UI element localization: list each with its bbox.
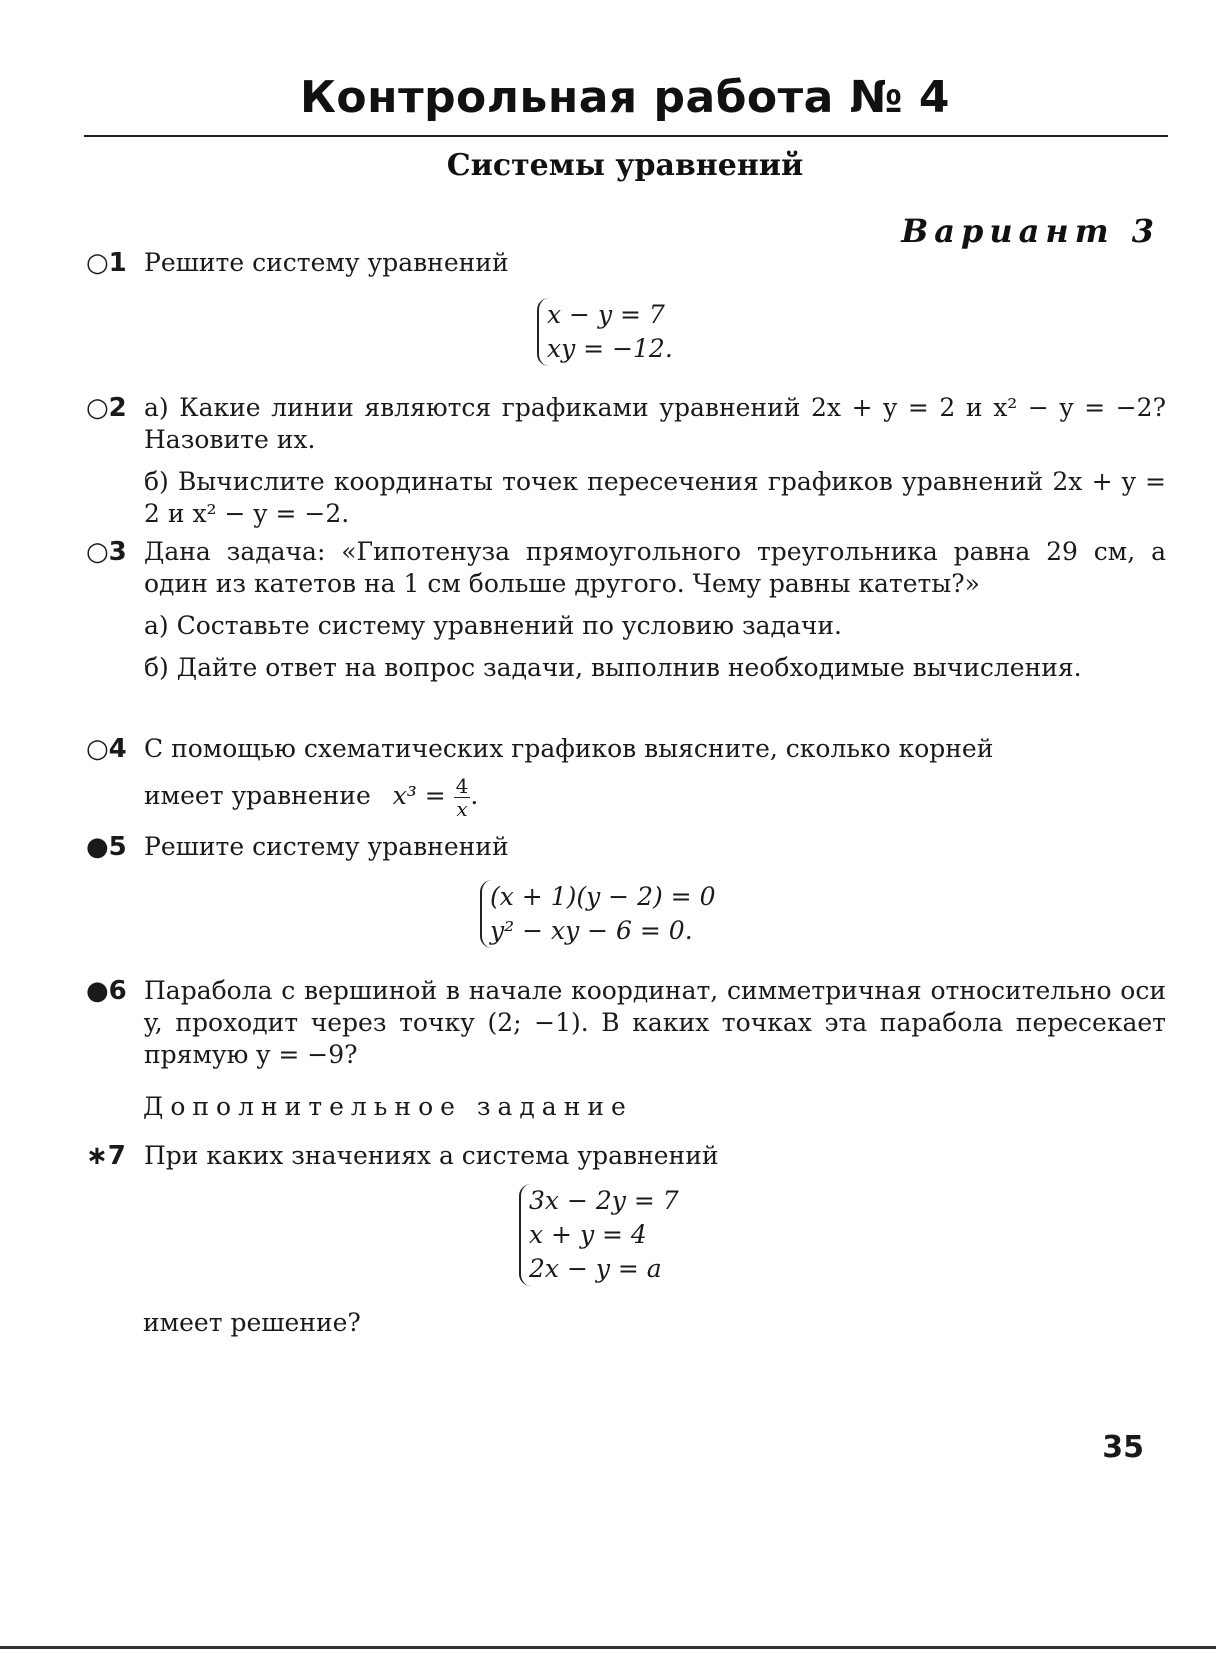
equation-system-1: x − y = 7 xy = −12. [537,298,673,366]
extra-task-heading: Дополнительное задание [143,1092,633,1121]
task-part-b: б) Вычислите координаты точек пересечени… [144,467,1166,528]
task-1: ○1 Решите систему уравнений [86,247,1166,289]
fraction: 4 x [453,774,471,821]
page-number: 35 [1102,1430,1144,1465]
equation-system-7: 3x − 2y = 7 x + y = 4 2x − y = a [519,1184,679,1286]
task-part-a: а) Составьте систему уравнений по услови… [144,611,842,640]
task-text-line2: имеет уравнение [144,781,371,810]
task-marker: ∗7 [86,1141,126,1171]
task-text: Решите систему уравнений [144,248,509,277]
task-part-b: б) Дайте ответ на вопрос задачи, выполни… [144,653,1082,682]
task-text: Решите систему уравнений [144,832,509,861]
task-text: Дана задача: «Гипотенуза прямоугольного … [144,537,1166,598]
task-marker: ○2 [86,393,127,423]
equation-lhs: x³ = [392,781,446,810]
title-divider [84,135,1168,137]
equation: 3x − 2y = 7 [529,1186,679,1215]
task-3: ○3 Дана задача: «Гипотенуза прямоугольно… [86,536,1166,694]
equation-tail: . [470,781,479,810]
bottom-divider [0,1646,1216,1649]
equation: 2x − y = a [529,1254,662,1283]
fraction-denominator: x [456,797,468,821]
variant-label: Вариант 3 [901,212,1160,250]
task-7-tail: имеет решение? [143,1308,361,1337]
fraction-numerator: 4 [453,774,471,798]
task-marker: ○3 [86,537,127,567]
task-5: ●5 Решите систему уравнений [86,831,1166,873]
equation-system-5: (x + 1)(y − 2) = 0 y² − xy − 6 = 0. [480,880,715,948]
task-part-a: а) Какие линии являются графиками уравне… [144,393,1166,454]
page-subtitle: Системы уравнений [446,148,804,183]
task-marker: ○1 [86,248,127,278]
task-text: Парабола с вершиной в начале координат, … [144,976,1166,1069]
task-marker: ○4 [86,734,127,764]
equation: (x + 1)(y − 2) = 0 [490,882,716,911]
task-6: ●6 Парабола с вершиной в начале координа… [86,975,1166,1081]
task-4: ○4 С помощью схематических графиков выяс… [86,733,1166,830]
task-marker: ●6 [86,976,127,1006]
task-marker: ●5 [86,832,127,862]
equation: xy = −12. [547,334,673,363]
page-title: Контрольная работа № 4 [299,72,951,123]
equation: x + y = 4 [529,1220,647,1249]
equation: y² − xy − 6 = 0. [490,916,693,945]
task-text: При каких значениях a система уравнений [144,1141,719,1170]
equation: x − y = 7 [547,300,665,329]
task-7: ∗7 При каких значениях a система уравнен… [86,1140,1166,1182]
task-2: ○2 а) Какие линии являются графиками ура… [86,392,1166,540]
task-text-line1: С помощью схематических графиков выяснит… [144,734,994,763]
